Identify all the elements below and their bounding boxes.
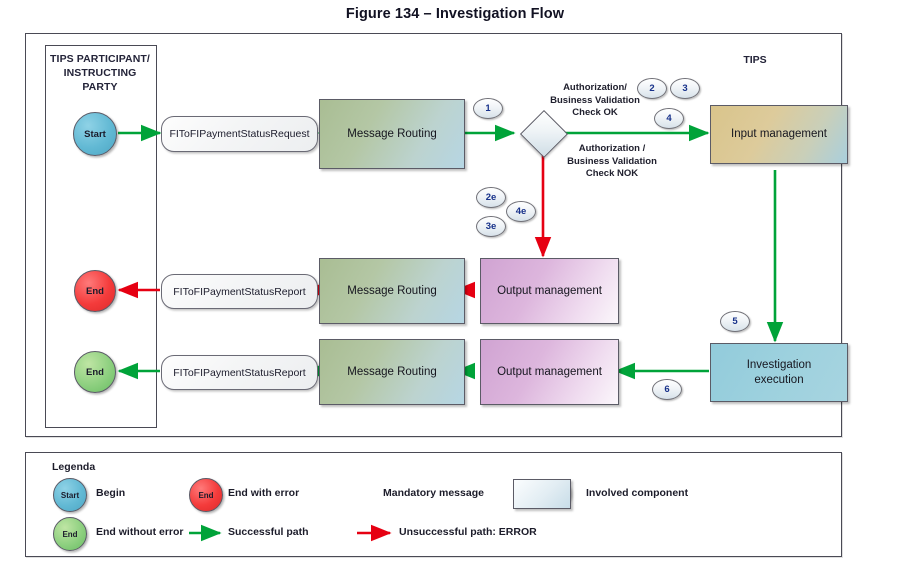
legend-label-mandatory-message: Mandatory message (383, 487, 484, 499)
legend-involved-component-icon (513, 479, 571, 509)
badge-3e: 3e (476, 216, 506, 237)
legend-label-successful-path: Successful path (228, 526, 309, 538)
tips-lane-title: TIPS (743, 54, 767, 66)
legend-end-error-icon: End (189, 478, 223, 512)
badge-2e: 2e (476, 187, 506, 208)
badge-4: 4 (654, 108, 684, 129)
edge-label-check-nok: Authorization / Business Validation Chec… (567, 143, 657, 179)
node-message-fitofipaymentstatusreport-ok[interactable]: FIToFIPaymentStatusReport (161, 355, 318, 390)
legend-label-end-with-error: End with error (228, 487, 300, 499)
node-start[interactable]: Start (73, 112, 117, 156)
node-message-fitofipaymentstatusrequest[interactable]: FIToFIPaymentStatusRequest (161, 116, 318, 152)
participant-lane-title: TIPS PARTICIPANT/ INSTRUCTING PARTY (50, 53, 150, 93)
badge-1: 1 (473, 98, 503, 119)
legend-label-begin: Begin (96, 487, 126, 499)
page-title: Figure 134 – Investigation Flow (345, 6, 565, 22)
node-input-management[interactable]: Input management (710, 105, 848, 164)
badge-2: 2 (637, 78, 667, 99)
node-output-management-middle[interactable]: Output management (480, 258, 619, 324)
participant-lane (45, 45, 157, 428)
legend-label-end-without-error: End without error (96, 526, 184, 538)
edge-label-check-ok: Authorization/ Business Validation Check… (550, 82, 640, 118)
legend-frame (25, 452, 842, 557)
node-output-management-bottom[interactable]: Output management (480, 339, 619, 405)
node-message-fitofipaymentstatusreport-error[interactable]: FIToFIPaymentStatusReport (161, 274, 318, 309)
badge-6: 6 (652, 379, 682, 400)
badge-4e: 4e (506, 201, 536, 222)
legend-end-ok-icon: End (53, 517, 87, 551)
legend-start-icon: Start (53, 478, 87, 512)
node-end-with-error[interactable]: End (74, 270, 116, 312)
node-investigation-execution[interactable]: Investigation execution (710, 343, 848, 402)
node-end-without-error[interactable]: End (74, 351, 116, 393)
legend-title: Legenda (52, 461, 96, 473)
badge-3: 3 (670, 78, 700, 99)
node-message-routing-middle[interactable]: Message Routing (319, 258, 465, 324)
legend-label-unsuccessful-path: Unsuccessful path: ERROR (399, 526, 537, 538)
badge-5: 5 (720, 311, 750, 332)
legend-label-involved-component: Involved component (586, 487, 689, 499)
node-message-routing-bottom[interactable]: Message Routing (319, 339, 465, 405)
node-message-routing-top[interactable]: Message Routing (319, 99, 465, 169)
